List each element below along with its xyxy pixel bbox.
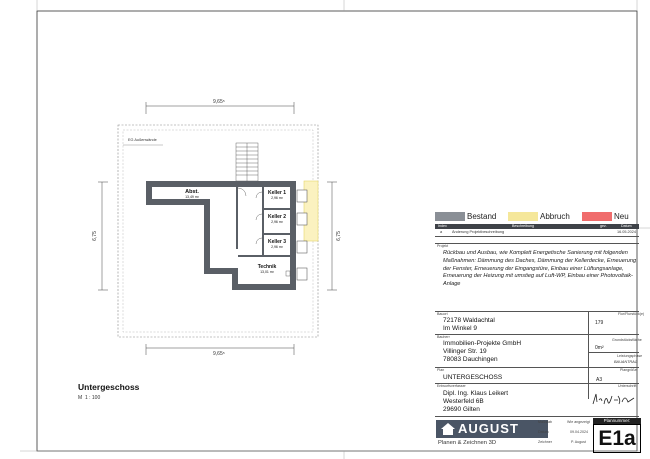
gfl-label: Grundstücksfläche (612, 338, 642, 342)
floor-title: Untergeschoss (78, 382, 140, 392)
room-area: 13,01 m² (260, 270, 274, 274)
leistung-value: BAUANTRAG (614, 360, 638, 364)
room-name: Technik (257, 264, 277, 270)
revision-col-gez: gez. (600, 224, 607, 228)
dimension-bottom: 9,65⁵ (213, 351, 225, 357)
room-keller-3: Keller 3 2,96 m² (264, 239, 290, 249)
zeichner-value: P. August (571, 440, 586, 444)
leistung-label: Leistungsphase (617, 354, 643, 358)
room-name: Keller 3 (267, 239, 287, 245)
house-logo-icon (441, 423, 455, 435)
legend-label-bestand: Bestand (467, 212, 497, 221)
legend-swatch-neu (582, 212, 612, 221)
revision-col-date: Datum (621, 224, 632, 228)
revision-row-index: a (440, 230, 443, 234)
room-technik: Technik 13,01 m² (250, 264, 284, 274)
project-label: Projekt (437, 244, 449, 248)
bauort-line2: Im Winkel 9 (443, 325, 477, 332)
flst-value: 179 (595, 320, 604, 326)
room-keller-2: Keller 2 2,96 m² (264, 214, 290, 224)
format-label: Plangröße (620, 368, 637, 372)
revision-header (435, 224, 639, 229)
dimension-left: 6,75 (91, 231, 98, 241)
room-name: Keller 1 (267, 190, 287, 196)
dimension-right: 6,75 (335, 231, 342, 241)
room-area: 13,49 m² (185, 195, 199, 199)
bauort-label: Bauort (437, 312, 448, 316)
gfl-value: 0m² (595, 345, 604, 351)
sign-label: Unterschrift (618, 384, 637, 388)
verfasser-line1: Dipl. Ing. Klaus Leikert (443, 390, 509, 397)
legend-label-abbruch: Abbruch (540, 212, 570, 221)
room-name: Keller 2 (267, 214, 287, 220)
floor-scale: M 1 : 100 (78, 395, 101, 401)
bauort-line1: 72178 Waldachtal (443, 317, 495, 324)
datum-label: Datum (538, 430, 549, 434)
room-area: 2,96 m² (271, 196, 283, 200)
bauherr-line2: Villinger Str. 19 (443, 348, 487, 355)
room-area: 2,96 m² (271, 245, 283, 249)
massstab-value: Wie angezeigt (567, 420, 590, 424)
eg-label: EG Außenwände (128, 138, 157, 142)
format-value: A3 (596, 377, 603, 383)
flst-label: Flur/Flurstück(e) (618, 312, 645, 316)
logo-slogan: Planen & Zeichnen 3D (438, 440, 497, 446)
logo-background (436, 420, 548, 438)
legend-swatch-bestand (435, 212, 465, 221)
dimension-top: 9,65⁵ (213, 99, 225, 105)
plan-label: Plan (437, 368, 445, 372)
logo-text: AUGUST (458, 421, 519, 436)
verfasser-line2: Westerfeld 6B (443, 398, 484, 405)
revision-row-date: 16.05.2024 (617, 230, 637, 234)
plan-value: UNTERGESCHOSS (443, 374, 503, 381)
verfasser-line3: 29690 Gilten (443, 406, 480, 413)
signature-image (592, 393, 635, 405)
plannummer-label: Plannummer: (593, 418, 641, 424)
massstab-label: Maßstab (538, 420, 552, 424)
project-text: Rückbau und Ausbau, wie Komplett Energet… (443, 250, 637, 288)
zeichner-label: Zeichner (538, 440, 552, 444)
datum-value: 09.04.2024 (570, 430, 588, 434)
bauherr-label: Bauherr (437, 335, 450, 339)
verfasser-label: Entwurfsverfasser (437, 384, 466, 388)
room-name: Abst. (185, 189, 199, 195)
room-keller-1: Keller 1 2,96 m² (264, 190, 290, 200)
revision-col-desc: Beschreibung (512, 224, 534, 228)
legend-label-neu: Neu (614, 212, 629, 221)
room-area: 2,96 m² (271, 220, 283, 224)
revision-col-index: Index (438, 224, 447, 228)
plannummer-value: E1a (593, 424, 641, 453)
revision-row-desc: Änderung Projektbeschreibung (452, 230, 505, 234)
legend-swatch-abbruch (508, 212, 538, 221)
bauherr-line3: 78083 Dauchingen (443, 356, 498, 363)
room-abst: Abst. 13,49 m² (172, 189, 212, 199)
bauherr-line1: Immobilien-Projekte GmbH (443, 340, 522, 347)
